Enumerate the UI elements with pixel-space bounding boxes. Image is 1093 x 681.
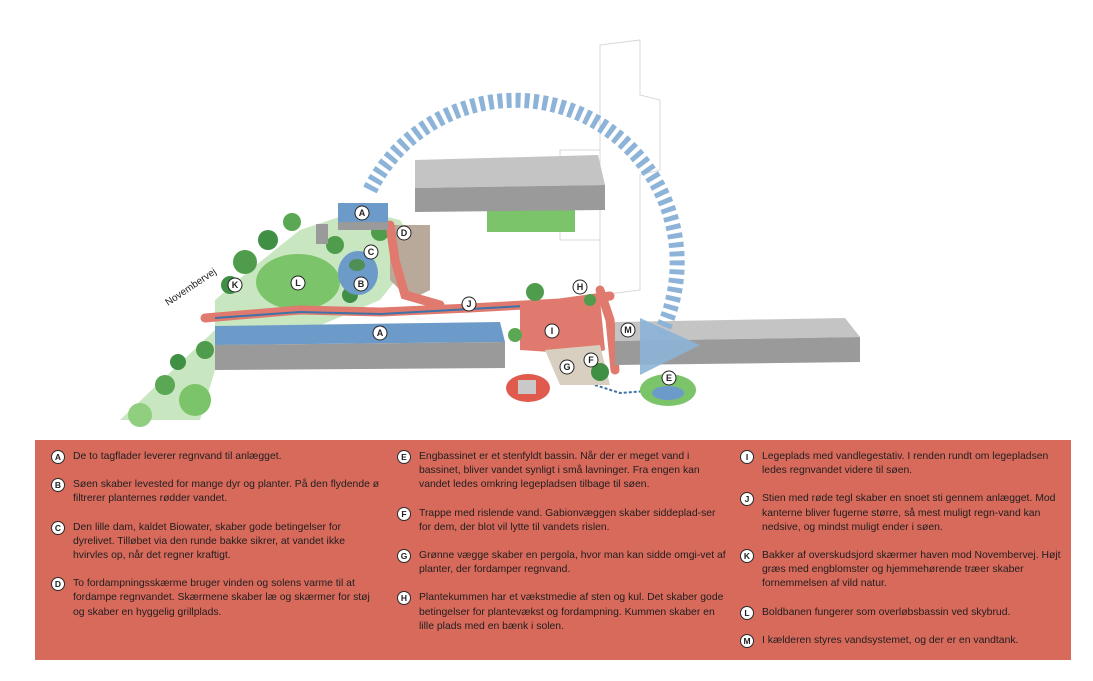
meadow-hills: [120, 210, 430, 427]
map-marker-e: E: [661, 370, 677, 386]
legend-item-g: G Grønne vægge skaber en pergola, hvor m…: [397, 549, 727, 577]
legend-letter: E: [397, 450, 411, 464]
legend-item-f: F Trappe med rislende vand. Gabionvæggen…: [397, 506, 727, 535]
svg-text:M: M: [624, 325, 632, 335]
map-marker-h: H: [572, 279, 588, 295]
legend-item-l: L Boldbanen fungerer som overløbsbassin …: [740, 605, 1070, 620]
building-north: [415, 155, 605, 212]
legend-item-m: M I kælderen styres vandsystemet, og der…: [740, 633, 1070, 648]
legend-text: To fordampningsskærme bruger vinden og s…: [73, 578, 370, 618]
legend-item-c: C Den lille dam, kaldet Biowater, skaber…: [51, 520, 381, 564]
map-marker-f: F: [583, 352, 599, 368]
svg-text:K: K: [232, 280, 239, 290]
legend-item-b: B Søen skaber levested for mange dyr og …: [51, 478, 381, 506]
legend-item-d: D To fordampningsskærme bruger vinden og…: [51, 577, 381, 620]
road-label: Novembervej: [164, 266, 219, 308]
map-marker-b: B: [353, 276, 369, 292]
legend-letter: D: [51, 577, 65, 592]
legend-letter: F: [397, 506, 411, 521]
map-marker-j: J: [461, 296, 477, 312]
legend-text: Legeplads med vandlegestativ. I renden r…: [762, 451, 1049, 477]
legend-panel: A De to tagflader leverer regnvand til a…: [35, 440, 1071, 660]
svg-text:B: B: [358, 279, 365, 289]
svg-text:C: C: [368, 247, 375, 257]
legend-letter: A: [51, 450, 65, 464]
legend-text: Boldbanen fungerer som overløbsbassin ve…: [762, 606, 1011, 618]
legend-letter: B: [51, 478, 65, 493]
legend-item-a: A De to tagflader leverer regnvand til a…: [51, 450, 381, 464]
map-marker-g: G: [559, 359, 575, 375]
legend-text: Stien med røde tegl skaber en snoet sti …: [762, 493, 1056, 533]
map-marker-i: I: [544, 323, 560, 339]
legend-text: Engbassinet er et stenfyldt bassin. Når …: [419, 451, 700, 491]
legend-letter: K: [740, 549, 754, 564]
svg-text:F: F: [588, 355, 594, 365]
sun-path-arc: [363, 92, 685, 339]
legend-text: Trappe med rislende vand. Gabionvæggen s…: [419, 507, 716, 533]
meadow-basin: [640, 374, 696, 406]
svg-text:I: I: [551, 326, 554, 336]
green-field: [487, 210, 575, 232]
legend-text: Søen skaber levested for mange dyr og pl…: [73, 479, 380, 505]
site-plan-illustration: Novembervej A A B C D E F G H I J: [120, 39, 860, 427]
map-marker-k: K: [227, 277, 243, 293]
legend-item-k: K Bakker af overskudsjord skærmer haven …: [740, 549, 1070, 592]
map-marker-c: C: [363, 244, 379, 260]
svg-text:A: A: [359, 208, 366, 218]
brick-path: [200, 220, 620, 375]
map-marker-a-roof: A: [354, 205, 370, 221]
svg-text:A: A: [377, 328, 384, 338]
legend-letter: C: [51, 520, 65, 535]
map-marker-d: D: [396, 225, 412, 241]
legend-letter: M: [740, 633, 754, 648]
legend-text: De to tagflader leverer regnvand til anl…: [73, 451, 282, 462]
legend-text: Den lille dam, kaldet Biowater, skaber g…: [73, 521, 346, 562]
building-south-a: [215, 322, 505, 370]
map-marker-m: M: [620, 322, 636, 338]
svg-text:G: G: [563, 362, 570, 372]
legend-item-e: E Engbassinet er et stenfyldt bassin. Nå…: [397, 450, 727, 493]
map-marker-a-building: A: [372, 325, 388, 341]
legend-column-1: A De to tagflader leverer regnvand til a…: [51, 450, 381, 634]
legend-text: Grønne vægge skaber en pergola, hvor man…: [419, 550, 726, 576]
legend-letter: L: [740, 605, 754, 620]
legend-text: Bakker af overskudsjord skærmer haven mo…: [762, 550, 1061, 590]
legend-letter: I: [740, 450, 754, 464]
legend-letter: G: [397, 549, 411, 564]
sun-arrow-head: [640, 318, 700, 375]
map-marker-l: L: [290, 275, 306, 291]
svg-text:L: L: [295, 278, 301, 288]
svg-text:D: D: [401, 228, 408, 238]
legend-column-2: E Engbassinet er et stenfyldt bassin. Nå…: [397, 450, 727, 648]
svg-text:H: H: [577, 282, 584, 292]
svg-text:J: J: [466, 299, 471, 309]
svg-text:E: E: [666, 373, 672, 383]
legend-letter: H: [397, 591, 411, 606]
small-shed: [316, 224, 328, 244]
legend-item-i: I Legeplads med vandlegestativ. I renden…: [740, 450, 1070, 478]
legend-text: Plantekummen har et vækstmedie af sten o…: [419, 592, 724, 632]
legend-letter: J: [740, 492, 754, 507]
legend-item-h: H Plantekummen har et vækstmedie af sten…: [397, 591, 727, 634]
legend-text: I kælderen styres vandsystemet, og der e…: [762, 634, 1019, 646]
legend-column-3: I Legeplads med vandlegestativ. I renden…: [740, 450, 1070, 662]
legend-item-j: J Stien med røde tegl skaber en snoet st…: [740, 492, 1070, 535]
